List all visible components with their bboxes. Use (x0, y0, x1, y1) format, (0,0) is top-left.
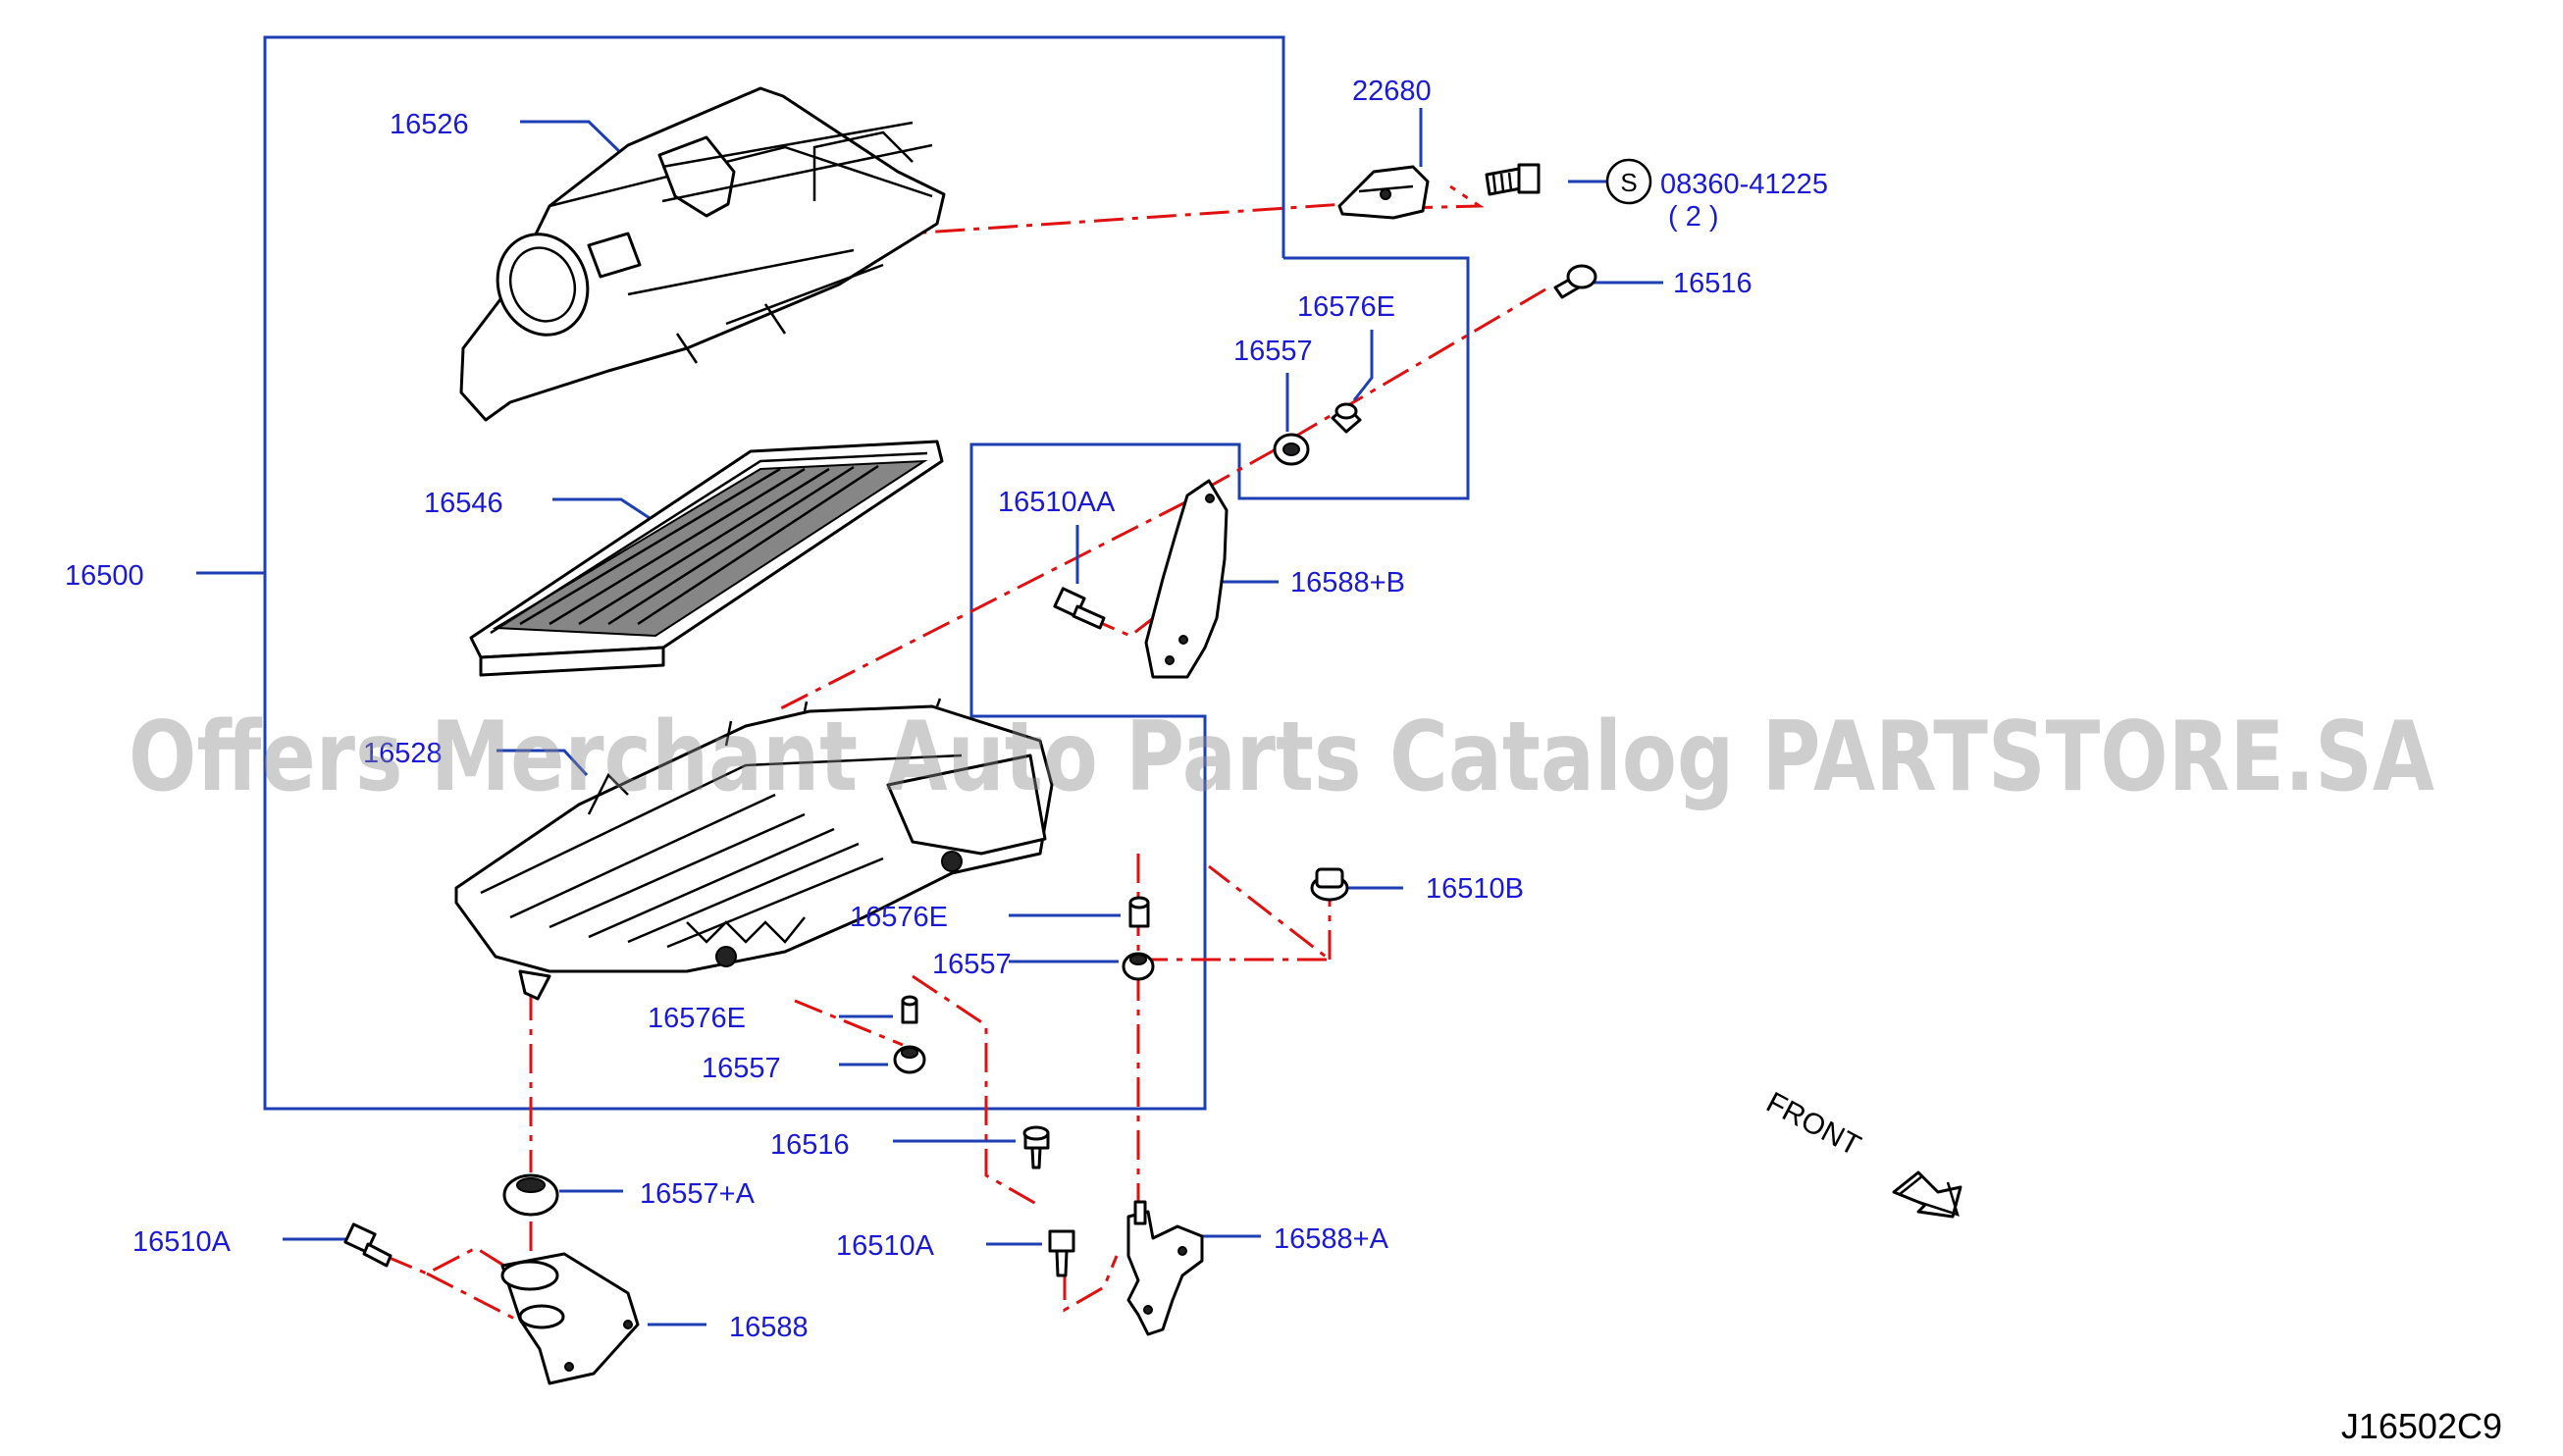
air-cleaner-cover-part (459, 86, 946, 422)
label-16500: 16500 (65, 560, 144, 592)
part-labels: 16526 16546 16500 16528 22680 S 08360-41… (65, 76, 1828, 1343)
label-16576E-top: 16576E (1297, 291, 1395, 323)
diagram-code: J16502C9 (2341, 1406, 2502, 1446)
bolt-16510A-mid-part (1048, 1229, 1075, 1277)
front-label: FRONT (1761, 1086, 1866, 1163)
grommet-16557A-part (502, 1173, 559, 1217)
label-16516-top: 16516 (1673, 268, 1752, 299)
grommet-16557-top-part (1273, 433, 1310, 466)
collar-16576E-low-part (901, 995, 918, 1024)
label-16510AA: 16510AA (998, 487, 1116, 518)
label-16588A: 16588+A (1274, 1223, 1389, 1255)
leader-lines (283, 108, 1663, 1326)
standard-part-symbol-letter: S (1620, 168, 1637, 197)
assembly-frame (196, 35, 1470, 1111)
grommet-16557-mid-part (1122, 952, 1155, 981)
label-16576E-low: 16576E (648, 1003, 746, 1034)
screw-08360-part (1485, 163, 1541, 196)
label-08360-41225: 08360-41225 (1660, 169, 1828, 200)
bolt-16510A-left-part (343, 1222, 392, 1268)
label-16526: 16526 (390, 109, 469, 140)
screw-16516-low-part (1022, 1125, 1050, 1170)
label-16510A-mid: 16510A (836, 1230, 935, 1262)
airflow-sensor-part (1337, 165, 1430, 220)
label-16557A: 16557+A (640, 1178, 756, 1210)
label-16557-top: 16557 (1233, 336, 1313, 367)
label-08360-qty: ( 2 ) (1668, 201, 1719, 233)
collar-16576E-mid-part (1128, 896, 1150, 928)
label-16516-low: 16516 (770, 1129, 850, 1161)
standard-part-symbol: S (1605, 158, 1652, 205)
nut-16510B-part (1310, 867, 1349, 902)
label-16588: 16588 (729, 1312, 809, 1343)
bracket-16588-part (500, 1252, 640, 1385)
label-16510A-left: 16510A (132, 1226, 232, 1258)
label-16588B: 16588+B (1290, 567, 1405, 598)
air-cleaner-body-part (454, 698, 1054, 1001)
air-filter-element-part (469, 440, 944, 677)
label-22680: 22680 (1352, 76, 1432, 107)
label-16528: 16528 (363, 738, 443, 769)
label-16546: 16546 (424, 488, 503, 519)
watermark-text: Offers Merchant Auto Parts Catalog PARTS… (129, 702, 2434, 813)
label-16576E-mid: 16576E (850, 902, 948, 933)
collar-16576E-top-part (1331, 402, 1362, 434)
label-16510B: 16510B (1426, 873, 1524, 905)
bracket-16588B-part (1144, 479, 1229, 679)
label-16557-low: 16557 (702, 1053, 781, 1084)
bracket-16588A-part (1126, 1200, 1204, 1336)
front-direction-arrow: FRONT (1761, 1086, 1962, 1219)
screw-16516-top-part (1553, 264, 1597, 299)
bolt-16510AA-part (1053, 587, 1106, 630)
label-16557-mid: 16557 (932, 949, 1012, 980)
grommet-16557-low-part (893, 1045, 926, 1074)
